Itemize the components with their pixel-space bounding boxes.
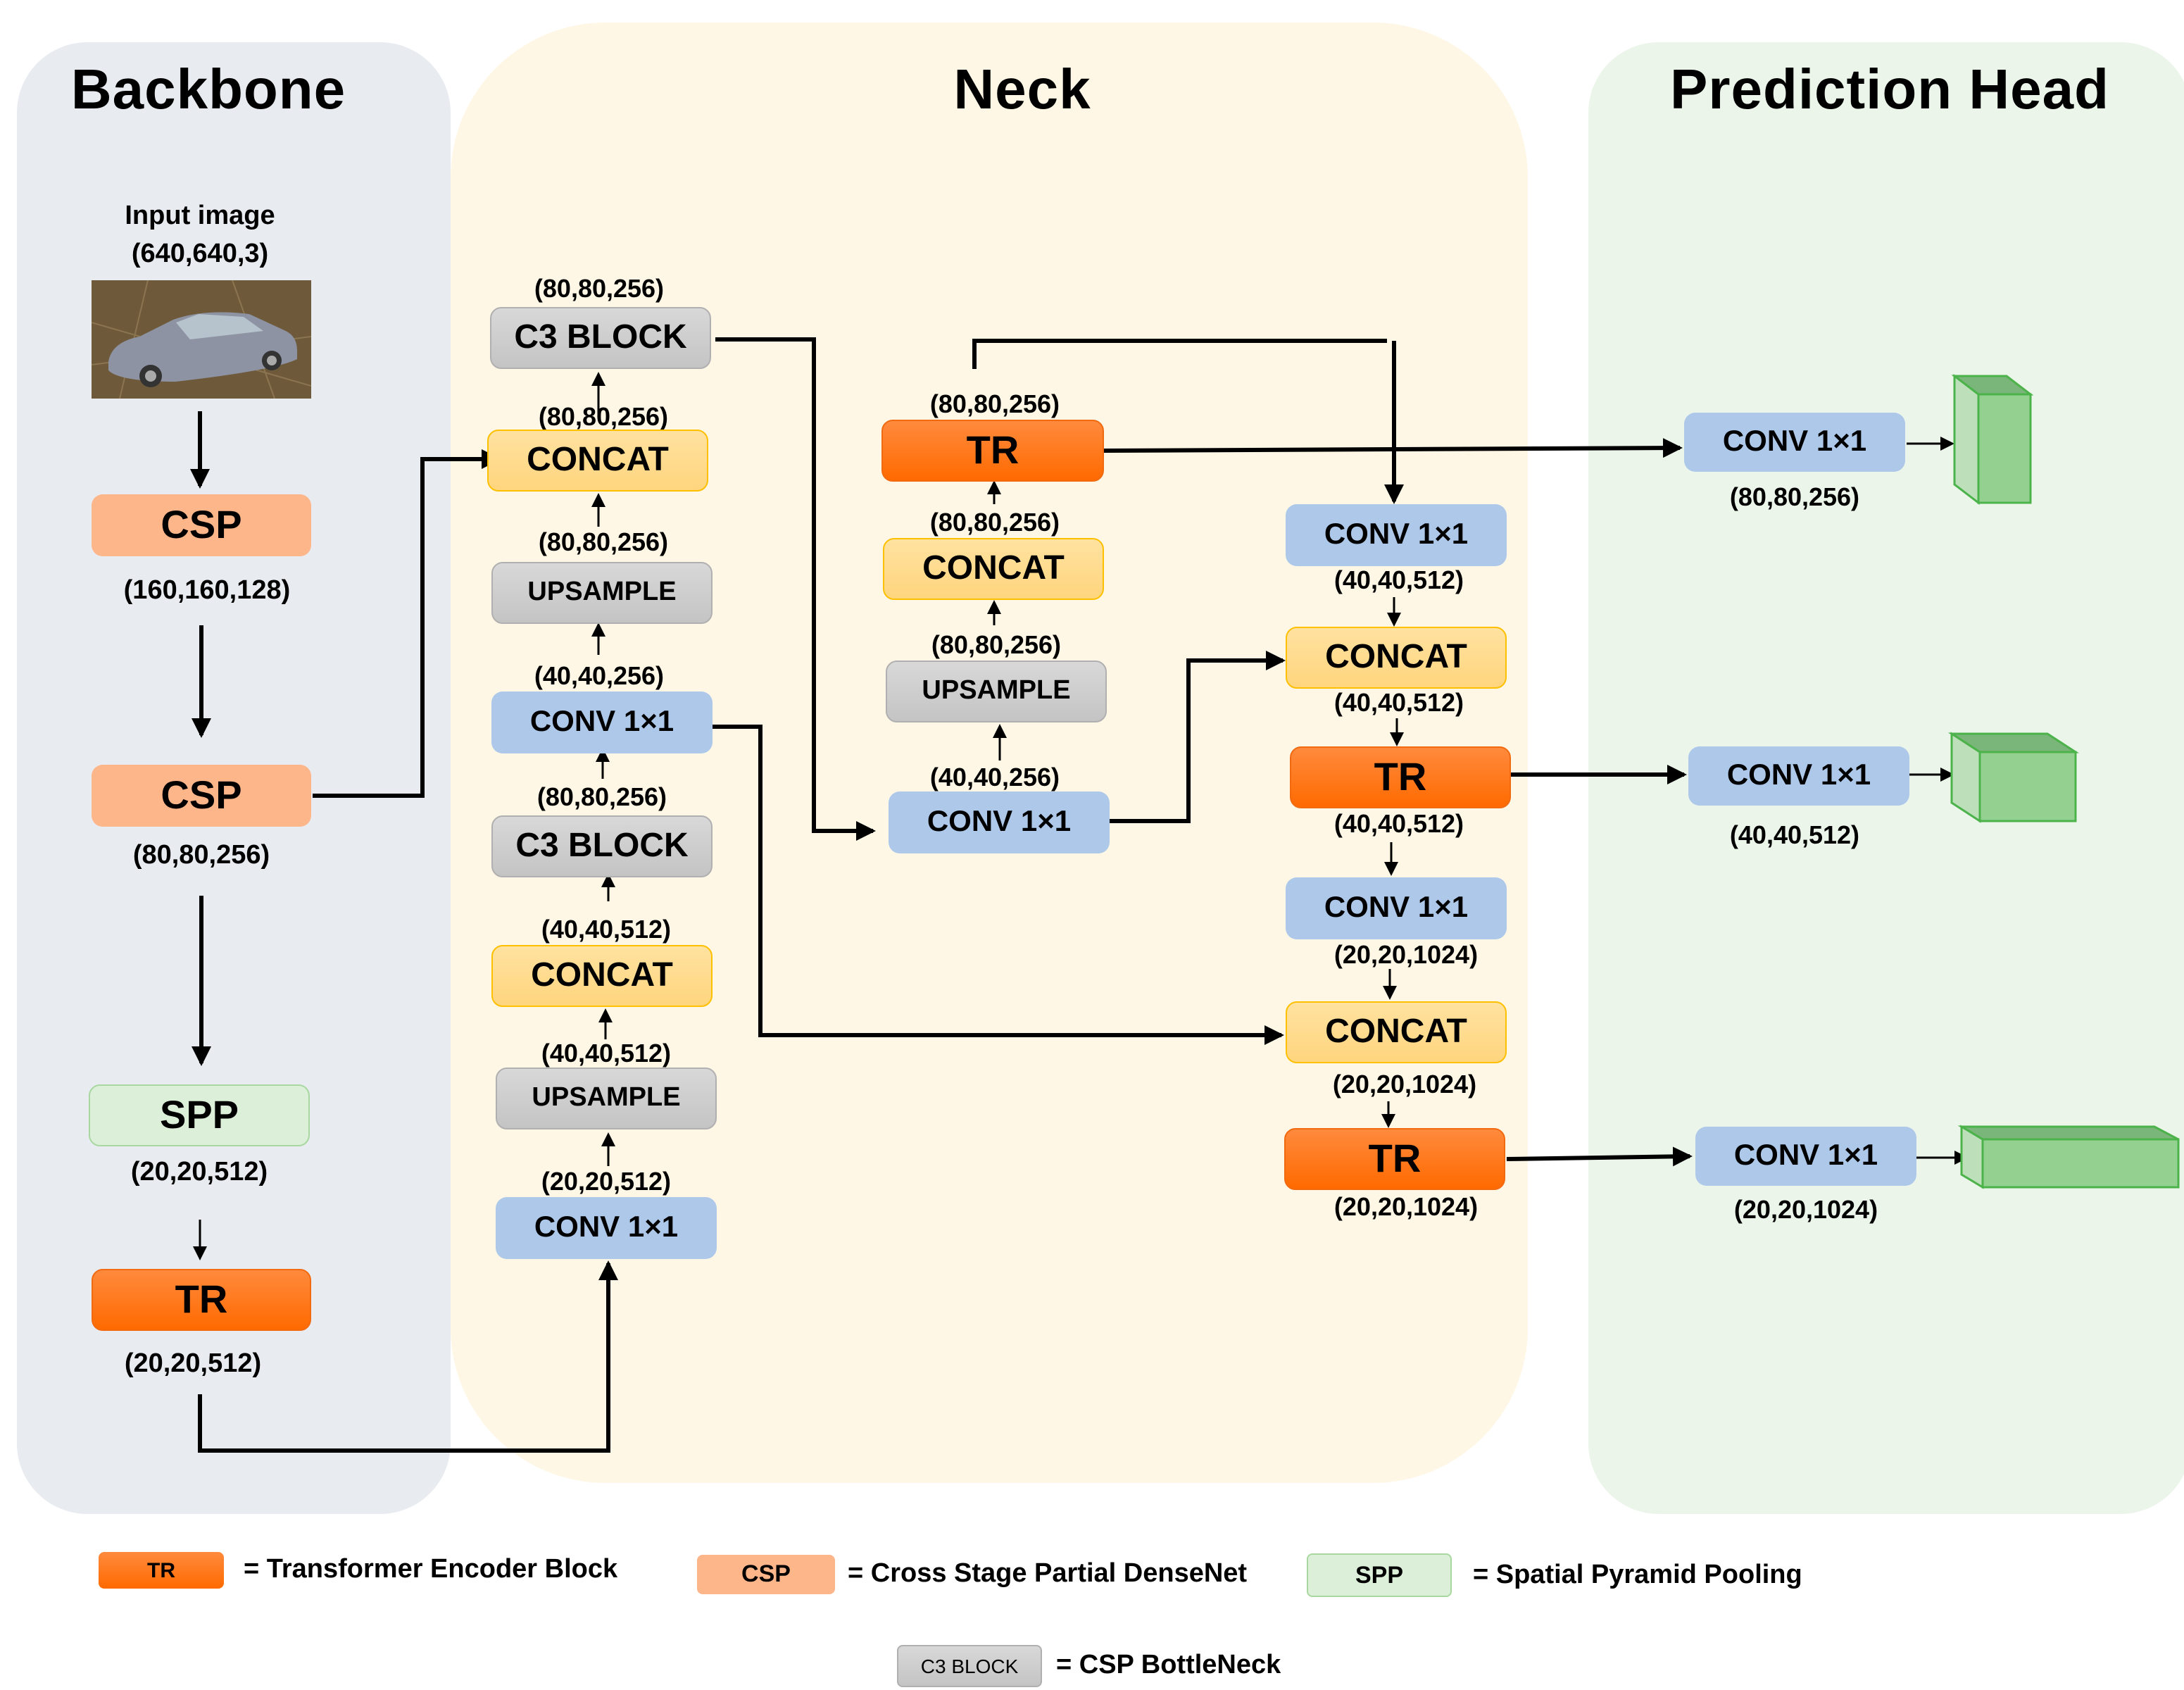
- neck-conv-block-2: CONV 1×1: [496, 1197, 717, 1259]
- neck-concat1-dim: (80,80,256): [538, 403, 669, 431]
- backbone-title: Backbone: [70, 59, 346, 121]
- legend-text-csp: = Cross Stage Partial DenseNet: [848, 1559, 1248, 1589]
- neck-col3-conv-block-1: CONV 1×1: [1286, 504, 1507, 566]
- neck-conv-block-1: CONV 1×1: [491, 691, 713, 753]
- backbone-spp-block: SPP: [89, 1084, 310, 1146]
- backbone-tr-dim: (20,20,512): [124, 1349, 262, 1379]
- neck-c3-mid-dim: (80,80,256): [536, 783, 667, 811]
- head-conv3-dim: (20,20,1024): [1733, 1196, 1878, 1224]
- backbone-csp1-dim: (160,160,128): [123, 576, 291, 606]
- legend-text-tr: = Transformer Encoder Block: [244, 1555, 618, 1584]
- neck-upsample-block-2: UPSAMPLE: [496, 1068, 717, 1129]
- legend-swatch-csp: CSP: [697, 1555, 835, 1594]
- prediction-head-title: Prediction Head: [1669, 59, 2109, 121]
- input-image-dim: (640,640,3): [131, 239, 269, 269]
- neck-col3-tr2-dim: (20,20,1024): [1333, 1193, 1479, 1221]
- legend-swatch-c3: C3 BLOCK: [897, 1645, 1042, 1687]
- neck-col2-upsample-block: UPSAMPLE: [886, 661, 1107, 722]
- legend-item-csp: CSP = Cross Stage Partial DenseNet: [697, 1555, 1247, 1594]
- neck-col3-concat-block-1: CONCAT: [1286, 627, 1507, 689]
- legend-item-tr: TR = Transformer Encoder Block: [99, 1552, 617, 1589]
- neck-col3-concat2-dim: (20,20,1024): [1332, 1070, 1477, 1098]
- neck-concat2-dim: (40,40,512): [541, 915, 672, 944]
- neck-concat-block-2: CONCAT: [491, 945, 713, 1007]
- backbone-csp2-dim: (80,80,256): [132, 841, 270, 870]
- legend-text-c3: = CSP BottleNeck: [1056, 1651, 1281, 1680]
- backbone-spp-dim: (20,20,512): [130, 1158, 268, 1187]
- neck-col2-concat-block: CONCAT: [883, 538, 1104, 600]
- neck-col2-upsample-dim: (80,80,256): [931, 631, 1062, 659]
- neck-col2-conv-block: CONV 1×1: [889, 791, 1110, 853]
- neck-col3-concat-block-2: CONCAT: [1286, 1001, 1507, 1063]
- input-image-car-photo: [92, 280, 311, 399]
- neck-conv1-dim: (40,40,256): [534, 662, 665, 690]
- neck-c3-block-mid: C3 BLOCK: [491, 815, 713, 877]
- neck-title: Neck: [953, 59, 1091, 121]
- neck-col3-conv2-dim: (20,20,1024): [1333, 941, 1479, 969]
- neck-conv2-dim: (20,20,512): [541, 1168, 672, 1196]
- neck-col2-concat-dim: (80,80,256): [929, 508, 1060, 537]
- neck-col3-concat1-dim: (40,40,512): [1333, 689, 1464, 717]
- head-conv-block-1: CONV 1×1: [1684, 413, 1905, 472]
- neck-c3-block-top: C3 BLOCK: [490, 307, 711, 369]
- neck-upsample-block-1: UPSAMPLE: [491, 562, 713, 624]
- neck-col2-conv-dim: (40,40,256): [929, 763, 1060, 791]
- neck-col3-conv1-dim: (40,40,512): [1333, 566, 1464, 594]
- neck-col3-tr-block-2: TR: [1284, 1128, 1505, 1190]
- car-photo-icon: [92, 280, 311, 399]
- head-conv2-dim: (40,40,512): [1729, 821, 1860, 849]
- head-conv-block-3: CONV 1×1: [1695, 1127, 1916, 1186]
- neck-col2-tr-dim: (80,80,256): [929, 390, 1060, 418]
- neck-c3-top-dim: (80,80,256): [534, 275, 665, 303]
- backbone-csp-block-1: CSP: [92, 494, 311, 556]
- neck-upsample2-dim: (40,40,512): [541, 1039, 672, 1068]
- backbone-csp-block-2: CSP: [92, 765, 311, 827]
- head-conv1-dim: (80,80,256): [1729, 483, 1860, 511]
- head-conv-block-2: CONV 1×1: [1688, 746, 1909, 806]
- legend-swatch-spp: SPP: [1307, 1553, 1452, 1597]
- neck-col3-tr-block-1: TR: [1290, 746, 1511, 808]
- neck-col3-conv-block-2: CONV 1×1: [1286, 877, 1507, 939]
- legend-text-spp: = Spatial Pyramid Pooling: [1473, 1560, 1802, 1589]
- input-image-label: Input image: [125, 201, 275, 231]
- neck-col2-tr-block: TR: [881, 420, 1104, 482]
- neck-col3-tr1-dim: (40,40,512): [1333, 810, 1464, 838]
- legend-item-c3: C3 BLOCK = CSP BottleNeck: [897, 1645, 1281, 1687]
- neck-concat-block-1: CONCAT: [487, 430, 708, 492]
- neck-upsample1-dim: (80,80,256): [538, 528, 669, 556]
- legend-item-spp: SPP = Spatial Pyramid Pooling: [1307, 1553, 1802, 1597]
- legend-swatch-tr: TR: [99, 1552, 224, 1589]
- backbone-tr-block: TR: [92, 1269, 311, 1331]
